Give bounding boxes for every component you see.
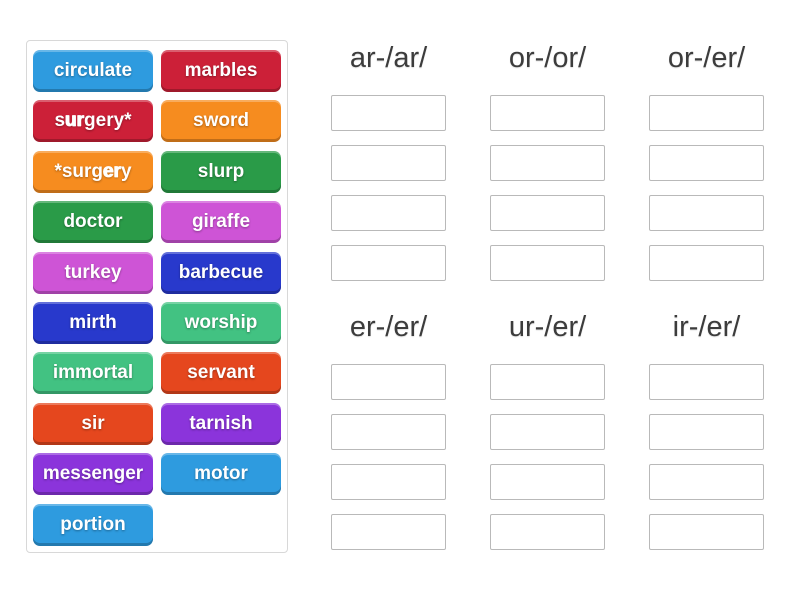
- word-tile-circulate[interactable]: circulate: [33, 50, 153, 92]
- drop-slot-er-er-1[interactable]: [331, 364, 446, 400]
- drop-slot-ur-er-1[interactable]: [490, 364, 605, 400]
- drop-slot-ar-ar-3[interactable]: [331, 195, 446, 231]
- drop-slot-ur-er-4[interactable]: [490, 514, 605, 550]
- tile-label-part: y: [120, 161, 132, 182]
- group-header-ur-er: ur-/er/: [508, 311, 587, 343]
- group-or-or: or-/or/: [490, 40, 605, 295]
- tile-label-part: messenger: [42, 463, 144, 484]
- word-tile-doctor[interactable]: doctor: [33, 201, 153, 243]
- word-tile-slurp[interactable]: slurp: [161, 151, 281, 193]
- tile-label-part: barbecue: [178, 262, 264, 283]
- tile-label-part: immortal: [52, 362, 134, 383]
- drop-slot-ur-er-2[interactable]: [490, 414, 605, 450]
- drop-slot-or-or-1[interactable]: [490, 95, 605, 131]
- tile-label-part: mirth: [69, 312, 117, 333]
- drop-slot-er-er-3[interactable]: [331, 464, 446, 500]
- drop-slot-or-or-2[interactable]: [490, 145, 605, 181]
- word-tile-turkey[interactable]: turkey: [33, 252, 153, 294]
- word-tile-immortal[interactable]: immortal: [33, 352, 153, 394]
- tile-label-part: sword: [193, 110, 249, 131]
- word-tile-motor[interactable]: motor: [161, 453, 281, 495]
- group-header-ar-ar: ar-/ar/: [349, 42, 428, 74]
- word-tile-tarnish[interactable]: tarnish: [161, 403, 281, 445]
- tile-label-part: turkey: [64, 262, 122, 283]
- tile-label-part: s: [54, 110, 66, 131]
- drop-slot-or-er-4[interactable]: [649, 245, 764, 281]
- tile-label-part: motor: [194, 463, 248, 484]
- group-or-er: or-/er/: [649, 40, 764, 295]
- word-tile-sword[interactable]: sword: [161, 100, 281, 142]
- group-ar-ar: ar-/ar/: [331, 40, 446, 295]
- tile-label-part: servant: [187, 362, 255, 383]
- tile-label-part: giraffe: [191, 211, 251, 232]
- drop-slot-or-er-1[interactable]: [649, 95, 764, 131]
- drop-slot-or-or-4[interactable]: [490, 245, 605, 281]
- word-tile-portion[interactable]: portion: [33, 504, 153, 546]
- drop-slot-ar-ar-4[interactable]: [331, 245, 446, 281]
- tile-label-part: portion: [60, 514, 126, 535]
- drop-slot-or-er-2[interactable]: [649, 145, 764, 181]
- tile-label-part: marbles: [184, 60, 258, 81]
- group-header-ir-er: ir-/er/: [672, 311, 741, 343]
- tile-label-part: gery*: [84, 110, 132, 131]
- group-header-or-or: or-/or/: [508, 42, 587, 74]
- group-ir-er: ir-/er/: [649, 309, 764, 564]
- tile-label-part: tarnish: [189, 413, 253, 434]
- group-header-er-er: er-/er/: [349, 311, 428, 343]
- drop-slot-ur-er-3[interactable]: [490, 464, 605, 500]
- drop-slot-ir-er-1[interactable]: [649, 364, 764, 400]
- word-tile-worship[interactable]: worship: [161, 302, 281, 344]
- word-tile-mirth[interactable]: mirth: [33, 302, 153, 344]
- tile-label-part: slurp: [197, 161, 245, 182]
- word-tile-giraffe[interactable]: giraffe: [161, 201, 281, 243]
- drop-slot-ir-er-3[interactable]: [649, 464, 764, 500]
- tile-label-part: sir: [81, 413, 105, 434]
- group-er-er: er-/er/: [331, 309, 446, 564]
- drop-slot-ir-er-2[interactable]: [649, 414, 764, 450]
- word-tile-marbles[interactable]: marbles: [161, 50, 281, 92]
- word-tile-barbecue[interactable]: barbecue: [161, 252, 281, 294]
- word-tile-servant[interactable]: servant: [161, 352, 281, 394]
- word-tile-sir[interactable]: sir: [33, 403, 153, 445]
- drop-slot-er-er-4[interactable]: [331, 514, 446, 550]
- drop-slot-er-er-2[interactable]: [331, 414, 446, 450]
- drop-slot-ar-ar-2[interactable]: [331, 145, 446, 181]
- tile-label-part: circulate: [53, 60, 133, 81]
- tile-label-part: *surg: [54, 161, 104, 182]
- tile-label-part: doctor: [63, 211, 123, 232]
- tile-label-bold-part: ur: [65, 110, 85, 132]
- group-header-or-er: or-/er/: [667, 42, 746, 74]
- drop-slot-or-or-3[interactable]: [490, 195, 605, 231]
- drop-slot-or-er-3[interactable]: [649, 195, 764, 231]
- tile-label-part: worship: [184, 312, 258, 333]
- tile-label-bold-part: er: [103, 161, 122, 183]
- drop-slot-ar-ar-1[interactable]: [331, 95, 446, 131]
- group-ur-er: ur-/er/: [490, 309, 605, 564]
- word-tile-messenger[interactable]: messenger: [33, 453, 153, 495]
- drop-slot-ir-er-4[interactable]: [649, 514, 764, 550]
